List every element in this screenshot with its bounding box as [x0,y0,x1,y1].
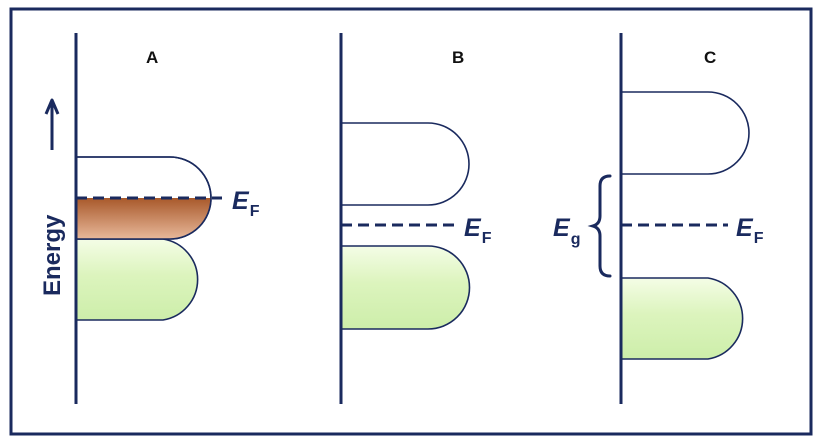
band-gap-bracket [587,174,612,278]
panel-label-b: B [452,48,464,67]
energy-axis: Energy [39,98,66,296]
panel-c: C EF Eg [553,33,764,404]
band-gap-label: Eg [553,214,580,248]
conduction-band-b [340,122,470,206]
figure-frame [9,7,813,436]
valence-band-c [620,277,744,360]
fermi-label-a: EF [232,187,260,220]
valence-band-a [75,238,199,321]
fermi-label-b: EF [464,214,492,247]
energy-axis-label: Energy [39,214,66,296]
filled-states-a [76,198,211,239]
panel-a: A EF [74,33,260,404]
panel-label-c: C [704,48,716,67]
conduction-band-c [620,91,750,175]
panel-label-a: A [146,48,158,67]
energy-arrow-head [44,98,60,115]
panel-b: B EF [339,33,492,404]
fermi-label-c: EF [736,214,764,247]
valence-band-b [340,245,471,330]
